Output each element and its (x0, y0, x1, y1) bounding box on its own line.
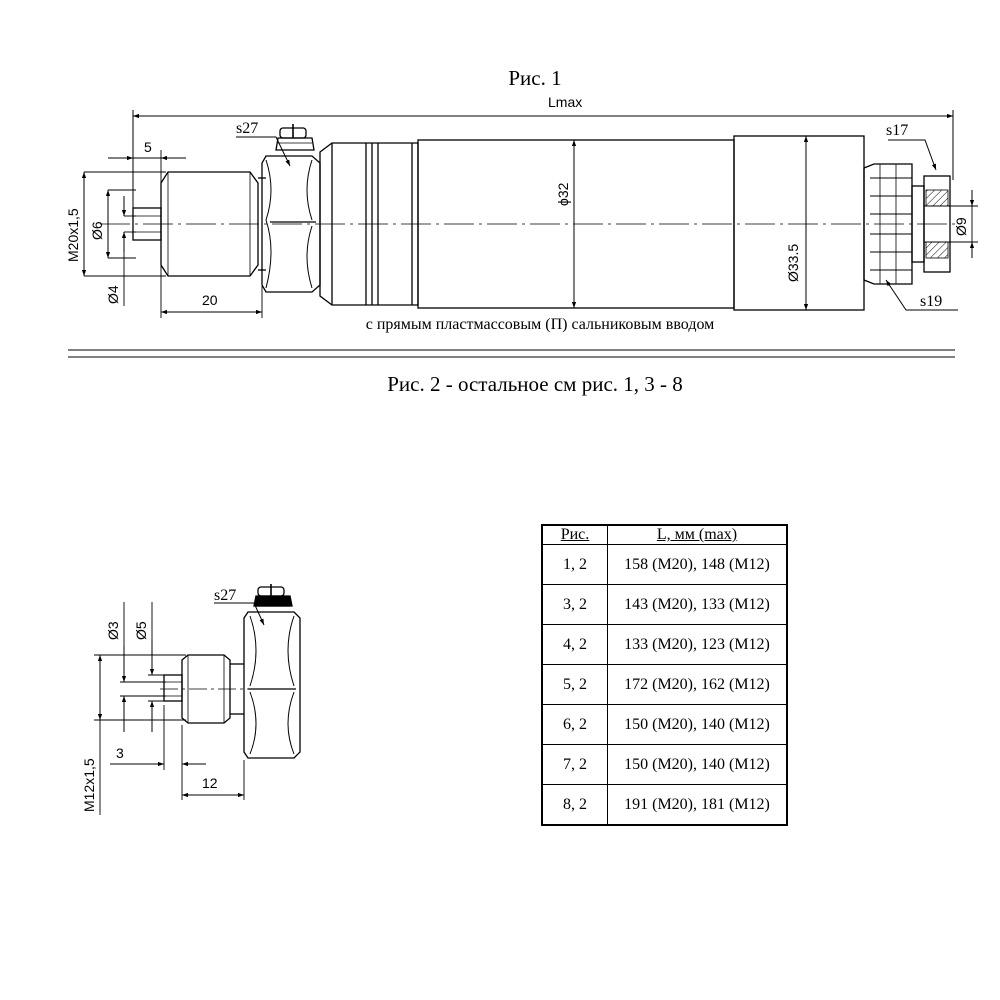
lmax-label: Lmax (548, 94, 582, 110)
table-row: 7, 2 150 (M20), 140 (M12) (541, 744, 788, 785)
thread-m20-label: M20x1,5 (65, 208, 81, 262)
table-row: 5, 2 172 (M20), 162 (M12) (541, 664, 788, 705)
fig2-s27-label: s27 (214, 587, 236, 604)
d4-label: Ø4 (105, 285, 121, 304)
len12-label: 12 (202, 775, 218, 791)
figure-cell: 5, 2 (541, 664, 608, 705)
figure-cell: 3, 2 (541, 584, 608, 625)
table-row: 8, 2 191 (M20), 181 (M12) (541, 784, 788, 826)
length-cell: 158 (M20), 148 (M12) (607, 544, 788, 585)
table-header-row: Рис. L, мм (max) (541, 524, 788, 545)
cable-gland-note: с прямым пластмассовым (П) сальниковым в… (365, 316, 715, 333)
d5-label: Ø5 (133, 621, 149, 640)
s17-label: s17 (886, 122, 908, 139)
length-cell: 150 (M20), 140 (M12) (607, 744, 788, 785)
length-cell: 143 (M20), 133 (M12) (607, 584, 788, 625)
figure-cell: 1, 2 (541, 544, 608, 585)
figure-2-drawing (94, 584, 301, 815)
table-row: 3, 2 143 (M20), 133 (M12) (541, 584, 788, 625)
s19-label: s19 (920, 293, 942, 310)
figure-1-title: Рис. 1 (508, 66, 562, 90)
figure-cell: 4, 2 (541, 624, 608, 665)
d9-label: Ø9 (953, 217, 969, 236)
len5-label: 5 (144, 139, 152, 155)
figure-cell: 6, 2 (541, 704, 608, 745)
length-cell: 191 (M20), 181 (M12) (607, 784, 788, 826)
column-header-length: L, мм (max) (607, 524, 788, 545)
figure-2-title: Рис. 2 - остальное см рис. 1, 3 - 8 (387, 372, 683, 396)
length-cell: 172 (M20), 162 (M12) (607, 664, 788, 705)
length-cell: 150 (M20), 140 (M12) (607, 704, 788, 745)
d6-label: Ø6 (89, 221, 105, 240)
figure-cell: 8, 2 (541, 784, 608, 826)
s27-label: s27 (236, 120, 258, 137)
figure-cell: 7, 2 (541, 744, 608, 785)
table-row: 1, 2 158 (M20), 148 (M12) (541, 544, 788, 585)
len3-label: 3 (116, 745, 124, 761)
table-row: 6, 2 150 (M20), 140 (M12) (541, 704, 788, 745)
column-header-figure: Рис. (541, 524, 608, 545)
d3-label: Ø3 (105, 621, 121, 640)
table-row: 4, 2 133 (M20), 123 (M12) (541, 624, 788, 665)
length-cell: 133 (M20), 123 (M12) (607, 624, 788, 665)
figure-1-drawing (81, 110, 978, 318)
section-divider (68, 349, 955, 358)
d33-label: Ø33.5 (785, 244, 801, 282)
thread-m12-label: M12x1,5 (81, 758, 97, 812)
len20-label: 20 (202, 292, 218, 308)
d32-label: ϕ32 (555, 182, 571, 206)
length-table: Рис. L, мм (max) 1, 2 158 (M20), 148 (M1… (541, 524, 788, 826)
